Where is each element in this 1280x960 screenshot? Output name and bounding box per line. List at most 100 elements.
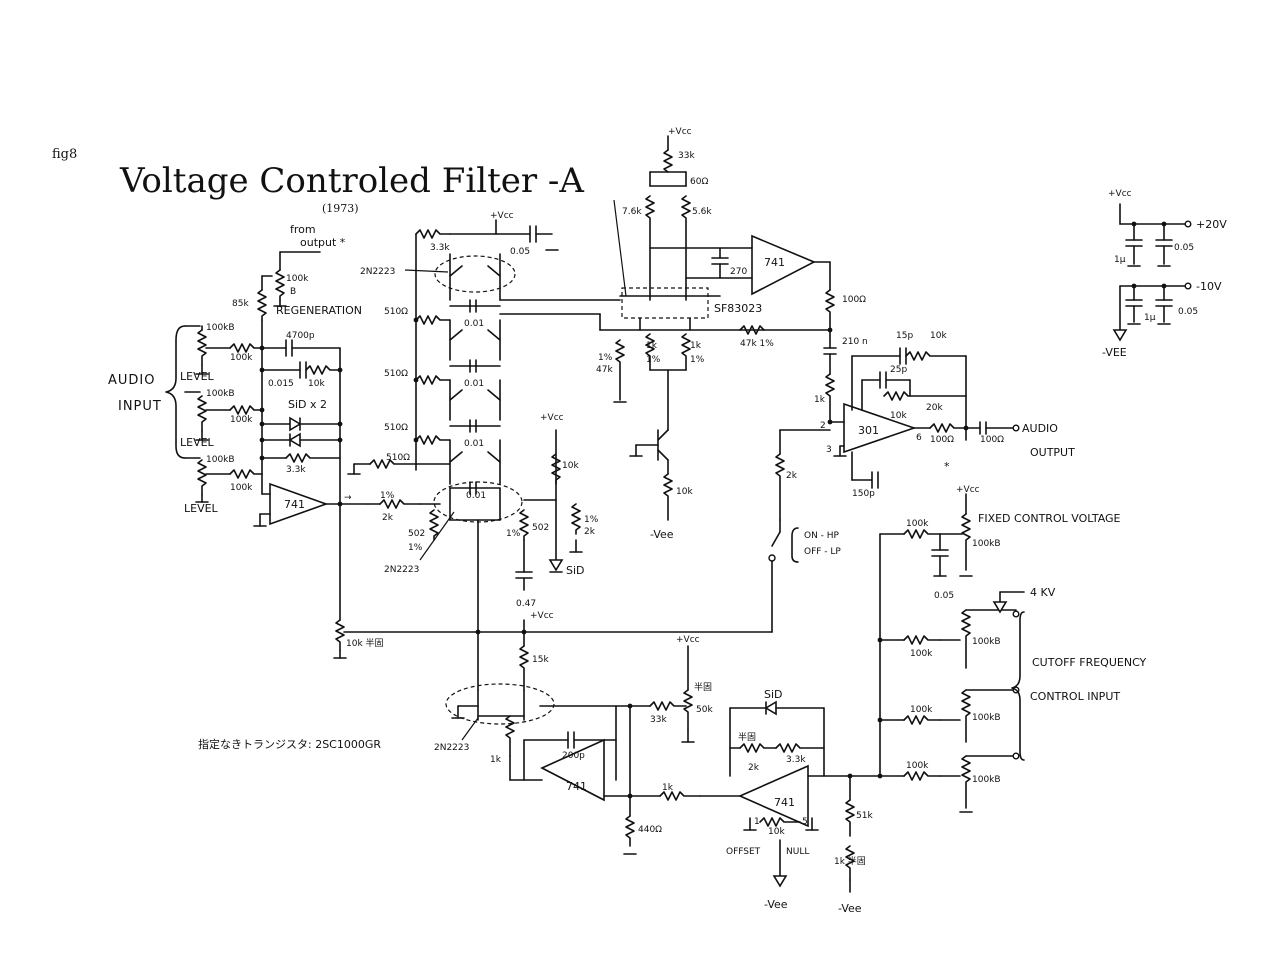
res-label: 7.6k [622,207,642,217]
pin-label: 5 [802,817,808,827]
res-label: 2k [584,527,596,537]
res-label: 502 [408,529,425,539]
cap-label: 1μ [1144,313,1156,323]
res-label: 47k [596,365,613,375]
input-level-pot-3: 100kB LEVEL [184,455,235,515]
input-level-pot-1: 100kB LEVEL [180,323,235,383]
ladder-stage-1: 0.01 510Ω [384,253,516,329]
asterisk-mark: * [944,460,950,473]
res-label: 10k [676,487,693,497]
supply-neg-label: -10V [1196,280,1222,293]
cap-label: 0.47 [516,599,536,609]
res-label: 3.3k [786,755,806,765]
res-label: 51k [856,811,873,821]
res-label: 100k [906,519,929,529]
res-label: 100kB [206,389,235,399]
regen-trim-pot: 10k 半固 [333,503,773,659]
vcc-label: +Vcc [668,127,692,137]
ladder-stage-3: 0.01 510Ω [384,379,501,449]
res-label: 1% [598,353,613,363]
res-label: 1k [690,341,702,351]
diode-label: SiD [764,688,783,701]
res-label: 1% [690,355,705,365]
from-output-label: from [290,223,316,236]
res-label: 50k [696,705,713,715]
vee-label: -Vee [764,898,788,911]
cap-label: 200p [562,751,585,761]
exponential-converter: +Vcc 15k 2N2223 1k 741 200p 440Ω [198,611,881,915]
cap-label: 0.05 [1178,307,1198,317]
ladder-stage-2: 0.01 510Ω [384,319,501,389]
ladder-filter-core: 3.3k +Vcc 0.05 2N2223 0.01 510Ω [347,211,621,691]
vee-label: -VEE [1102,346,1127,359]
cutoff-frequency-label: CONTROL INPUT [1030,690,1120,703]
res-label: 10k 半固 [346,637,384,649]
res-label: 10k [308,379,325,389]
mixing-resistors: 100k 100k 100k [229,343,263,495]
res-label: 100k [910,705,933,715]
res-label: 100kB [972,637,1001,647]
res-label: 2k [382,513,394,523]
pin-label: 1 [754,817,760,827]
figure-title: Voltage Controled Filter -A [119,161,584,201]
cap-label: 270 [730,267,747,277]
res-label: 510Ω [384,423,408,433]
cap-label: 0.015 [268,379,294,389]
res-label: 100k [230,353,253,363]
res-label: B [290,287,296,297]
res-label: 100kB [972,713,1001,723]
footnote: 指定なきトランジスタ: 2SC1000GR [198,737,381,751]
res-label: 1k [662,783,674,793]
cap-label: 4700p [286,331,315,341]
transistor-label: 2N2223 [434,743,469,753]
regeneration-pot: from output * 100k B REGENERATION 85k [232,223,362,349]
res-label: 1k 半固 [834,855,866,867]
res-label: 47k 1% [740,339,774,349]
res-label: 33k [650,715,667,725]
vcc-label: +Vcc [956,485,980,495]
res-label: 60Ω [690,177,708,187]
vcc-label: +Vcc [1108,189,1132,199]
res-label: 33k [678,151,695,161]
res-label: 10k [768,827,785,837]
res-label: 1% [380,491,395,501]
res-label: 2k [748,763,760,773]
cap-label: 0.05 [934,591,954,601]
input-level-pot-2: 100kB LEVEL [180,389,235,449]
cap-label: 0.01 [466,491,486,501]
vee-label: -Vee [838,902,862,915]
res-label: 1k [490,755,502,765]
res-label: 100k [230,483,253,493]
transistor-label: 2N2223 [384,565,419,575]
opamp-label: 741 [764,256,785,269]
res-label: 10k [890,411,907,421]
fig-label: fig8 [52,147,77,162]
res-label: 1k [814,395,826,405]
res-label: 100Ω [930,435,954,445]
res-label: 1% [646,355,661,365]
transistor-label: 2N2223 [360,267,395,277]
pin-label: 3 [826,445,832,455]
diode-label: SiD x 2 [288,398,327,411]
fixed-control-voltage-label: FIXED CONTROL VOLTAGE [978,512,1121,525]
cap-label: 210 n [842,337,868,347]
null-label: NULL [786,847,809,857]
res-label: 10k [562,461,579,471]
figure-year: (1973) [322,202,359,215]
fet-buffer-stage: +Vcc 33k 60Ω 7.6k 5.6k SF83023 47k 1% 1k… [596,127,868,541]
res-label: 1% [506,529,521,539]
junction-dots [259,221,1167,799]
offset-label: OFFSET [726,847,761,857]
pin-label: 6 [916,433,922,443]
res-label: 510Ω [384,369,408,379]
fet-label: SF83023 [714,302,762,315]
opamp-input-741: 741 → [253,482,369,527]
cap-label: 15p [896,331,913,341]
res-label: 1% [584,515,599,525]
opamp-output-301: 301 2 3 6 15p 10k 25p 10k 20k 100Ω 100Ω [768,331,1075,633]
four-kv-label: 4 KV [1030,586,1056,599]
vee-label: -Vee [650,528,674,541]
res-label: 100k [910,649,933,659]
vcc-label: +Vcc [490,211,514,221]
